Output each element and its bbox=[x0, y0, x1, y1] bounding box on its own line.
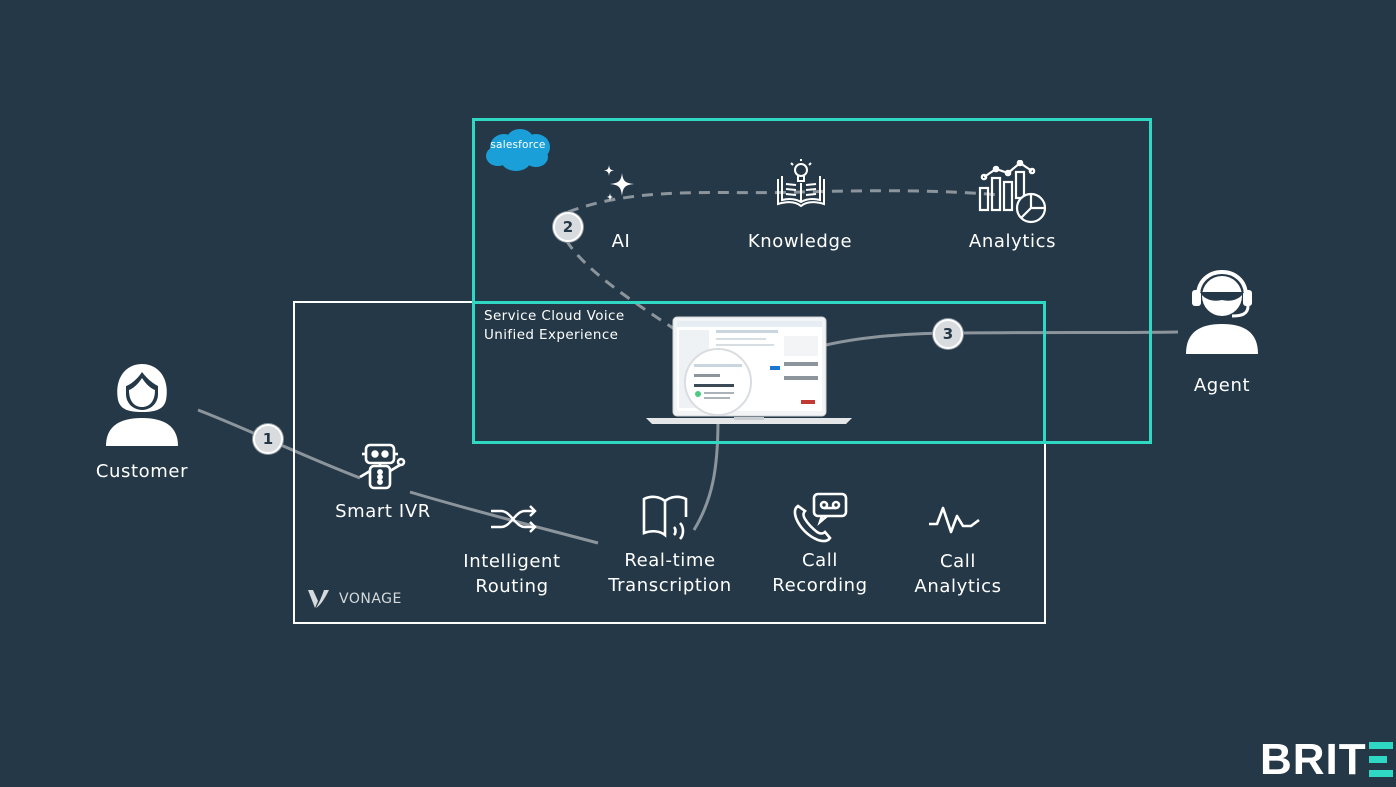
step-badge-2: 2 bbox=[553, 212, 583, 242]
laptop-screen-icon bbox=[646, 316, 852, 424]
open-book-speech-icon bbox=[642, 495, 688, 540]
service-cloud-voice-line2: Unified Experience bbox=[484, 327, 619, 343]
book-lightbulb-icon bbox=[777, 159, 825, 208]
headset-agent-icon bbox=[1186, 270, 1258, 354]
woman-user-icon bbox=[106, 364, 178, 446]
call-recording-label: Call Recording bbox=[760, 548, 880, 598]
agent-label: Agent bbox=[1193, 375, 1251, 396]
connector-transcription-laptop bbox=[692, 419, 720, 531]
salesforce-frame bbox=[472, 118, 1152, 444]
ai-label: AI bbox=[611, 231, 631, 252]
service-cloud-voice-line1: Service Cloud Voice bbox=[484, 308, 625, 324]
dashed-connector-ai-laptop bbox=[564, 239, 677, 332]
vonage-logo: VONAGE bbox=[307, 589, 402, 609]
customer-label: Customer bbox=[95, 461, 189, 482]
intelligent-routing-label: Intelligent Routing bbox=[452, 549, 572, 599]
dashed-connector-top bbox=[567, 189, 1001, 214]
intelligent-routing-line2: Routing bbox=[475, 576, 549, 597]
service-cloud-voice-frame bbox=[473, 301, 1046, 441]
intelligent-routing-line1: Intelligent bbox=[463, 551, 561, 572]
vonage-logo-text: VONAGE bbox=[339, 591, 402, 607]
phone-voicemail-icon bbox=[793, 492, 848, 543]
pulse-wave-icon bbox=[929, 506, 980, 534]
salesforce-logo-text: salesforce bbox=[490, 139, 546, 151]
brite-logo-text: BRIT bbox=[1260, 735, 1367, 784]
call-analytics-line2: Analytics bbox=[914, 576, 1002, 597]
step-badge-1: 1 bbox=[253, 424, 283, 454]
bar-pie-chart-icon bbox=[978, 160, 1047, 224]
real-time-transcription-line2: Transcription bbox=[608, 575, 732, 596]
call-analytics-line1: Call bbox=[939, 551, 976, 572]
sparkles-icon bbox=[604, 165, 634, 201]
real-time-transcription-line1: Real-time bbox=[624, 550, 716, 571]
shuffle-icon bbox=[491, 505, 537, 533]
salesforce-cloud-icon bbox=[486, 129, 550, 171]
step-badge-3: 3 bbox=[933, 319, 963, 349]
analytics-label: Analytics bbox=[968, 231, 1057, 252]
call-analytics-label: Call Analytics bbox=[898, 549, 1018, 599]
robot-icon bbox=[359, 443, 406, 490]
smart-ivr-label: Smart IVR bbox=[335, 501, 431, 522]
brite-logo: BRIT bbox=[1260, 738, 1393, 782]
real-time-transcription-label: Real-time Transcription bbox=[600, 548, 740, 598]
connector-ivr-transcription bbox=[409, 490, 599, 545]
brite-e-bars bbox=[1368, 742, 1393, 778]
call-recording-line1: Call bbox=[801, 550, 838, 571]
knowledge-label: Knowledge bbox=[747, 231, 853, 252]
service-cloud-voice-title: Service Cloud Voice Unified Experience bbox=[484, 307, 625, 345]
vonage-v-icon bbox=[308, 590, 329, 608]
call-recording-line2: Recording bbox=[772, 575, 868, 596]
connector-laptop-agent bbox=[825, 330, 1179, 347]
